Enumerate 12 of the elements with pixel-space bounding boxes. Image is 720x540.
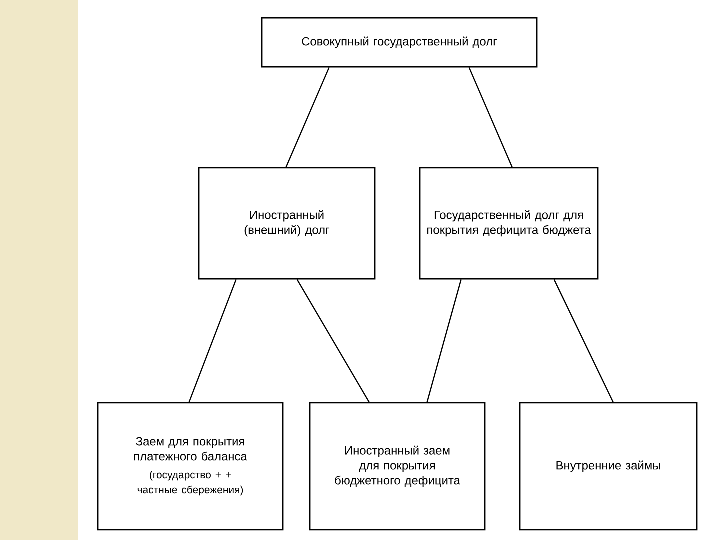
connector-line (286, 67, 330, 168)
connector-line (554, 279, 614, 403)
text-box: Иностранный заем для покрытия бюджетного дефицита (309, 402, 486, 531)
text-box: Государственный долг для покрытия дефицита бюджета (419, 167, 599, 280)
text-box: Заем для покрытия платежного баланса (государство + + частные сбережения) (97, 402, 284, 531)
text-box: Совокупный государственный долг (261, 17, 538, 68)
connector-line (296, 279, 370, 403)
connector-line (426, 280, 462, 402)
connector-line (188, 279, 237, 402)
text-box: Внутренние займы (519, 402, 698, 531)
text-box: Иностранный (внешний) долг (198, 167, 376, 280)
connector-line (468, 67, 513, 168)
